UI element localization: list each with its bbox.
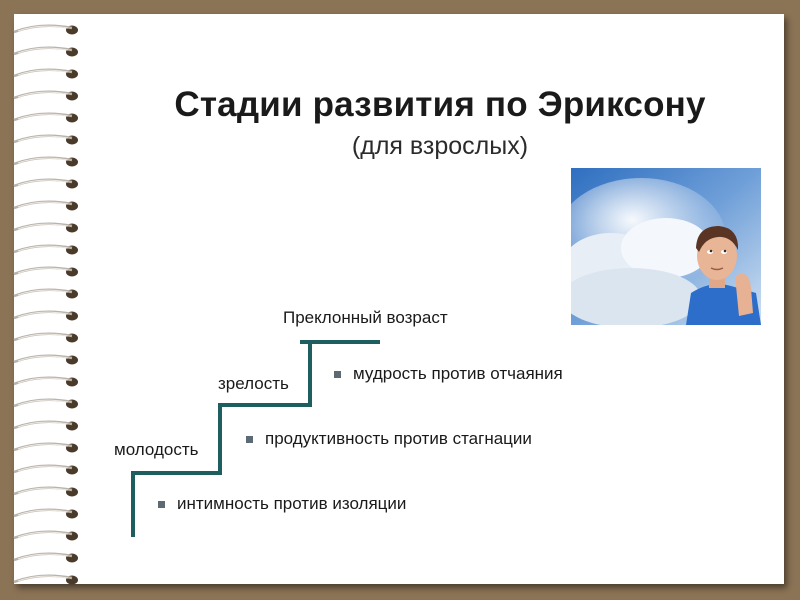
bullet-marker — [246, 435, 253, 443]
slide-title: Стадии развития по Эриксону — [174, 85, 706, 124]
stage-label-youth: молодость — [114, 440, 199, 459]
bullet-text: продуктивность против стагнации — [265, 429, 532, 448]
slide-subtitle: (для взрослых) — [351, 132, 529, 160]
bullet-generativity: продуктивность против стагнации — [246, 429, 532, 449]
stage-label-maturity: зрелость — [218, 374, 289, 393]
bullet-text: мудрость против отчаяния — [353, 364, 563, 383]
bullet-text: интимность против изоляции — [177, 494, 407, 513]
bullet-marker — [334, 370, 341, 378]
bullet-intimacy: интимность против изоляции — [158, 494, 406, 514]
stage-label-old-age: Преклонный возраст — [283, 308, 448, 327]
bullet-marker — [158, 500, 165, 508]
hopeful-man-clouds-photo — [571, 168, 761, 325]
spiral-binding — [13, 24, 78, 585]
bullet-integrity: мудрость против отчаяния — [334, 364, 563, 384]
stairs-top-step — [300, 340, 380, 344]
